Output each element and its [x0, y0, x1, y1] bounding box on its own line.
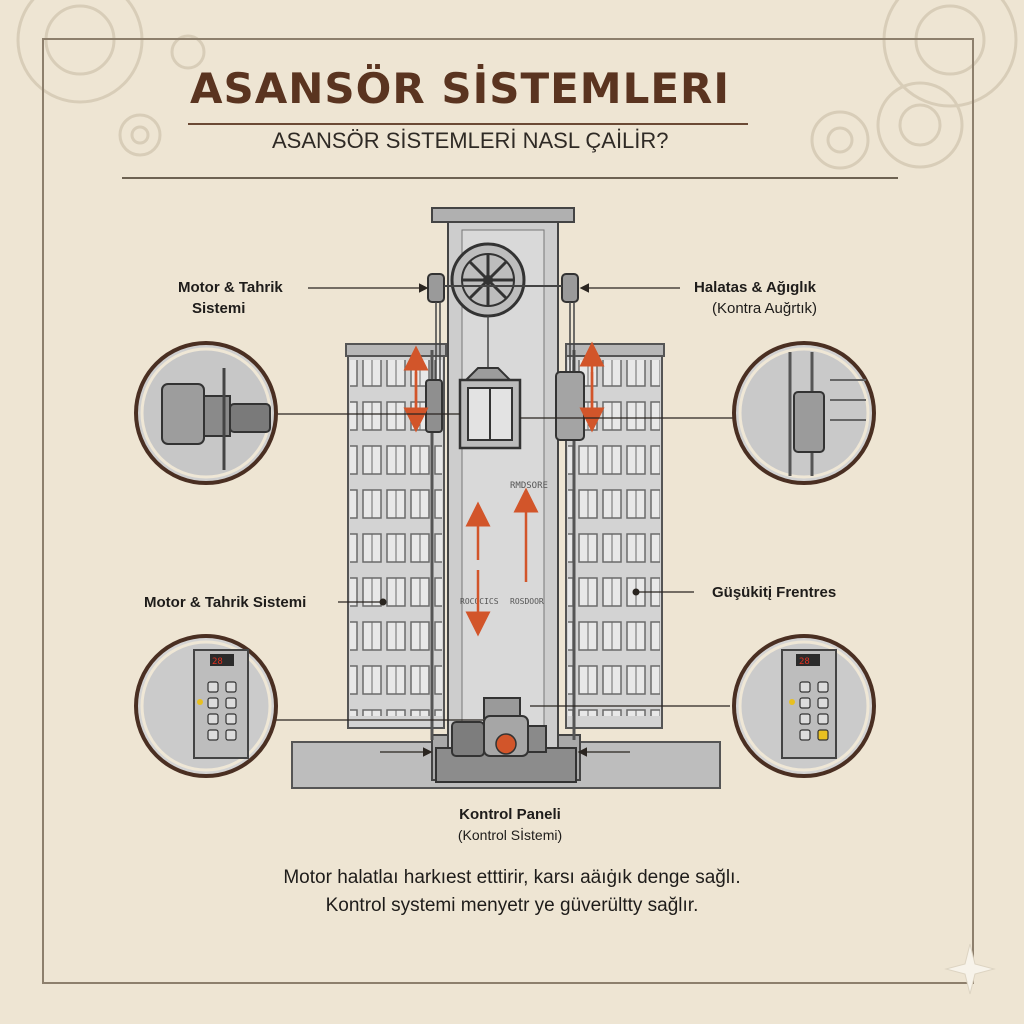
header-divider [122, 177, 898, 179]
detail-control-panel-left [134, 634, 278, 778]
shaft-text-lower-left: ROCOCICS [460, 597, 499, 606]
shaft-text-upper: RMDSORE [510, 481, 548, 491]
description-caption: Motor halatlaı harkıest etttirir, karsı … [150, 864, 874, 920]
bottom-motor [435, 697, 577, 783]
shaft-text-lower-right: ROSDOOR [510, 597, 544, 606]
page-title: ASANSÖR SİSTEMLERI [190, 64, 731, 113]
detail-motor-circle [134, 341, 278, 485]
panel-display-left: 28 [212, 657, 223, 667]
callout-dot-right [632, 588, 640, 596]
panel-display-right: 28 [799, 657, 810, 667]
callout-motor-top-line1: Motor & Tahrik [178, 279, 283, 296]
page-subtitle: ASANSÖR SİSTEMLERİ NASL ÇAİLİR? [272, 128, 669, 153]
callout-safety: Güşükitį Frentres [712, 584, 837, 601]
caption-line-2: Kontrol systemi menyetr ye güverültty sa… [325, 895, 699, 916]
callout-rope-line2: (Kontra Auğrtık) [712, 300, 818, 317]
caption-line-1: Motor halatlaı harkıest etttirir, karsı … [283, 867, 741, 888]
callout-motor-top-line2: Sistemi [192, 300, 246, 317]
sparkle-icon [944, 943, 996, 995]
callout-dot-left [379, 598, 387, 606]
elevator-car [458, 367, 522, 450]
drive-sheave [450, 242, 526, 318]
counterweight-left [425, 379, 443, 433]
motion-arrows [403, 341, 605, 637]
page-frame [42, 38, 974, 984]
callout-control-panel-line1: Kontrol Paneli [459, 806, 561, 823]
counterweight-right [555, 371, 585, 441]
callout-rope-line1: Halatas & Ağıglık [694, 279, 816, 296]
callout-control-panel-line2: (Kontrol Sİstemi) [457, 827, 563, 843]
callout-motor-mid: Motor & Tahrik Sistemi [144, 594, 307, 611]
leader-lines [272, 283, 736, 757]
title-divider [188, 123, 748, 125]
ropes [435, 302, 575, 380]
detail-control-panel-right [732, 634, 876, 778]
detail-counterweight-circle [732, 341, 876, 485]
gear-icon [16, 0, 1018, 170]
